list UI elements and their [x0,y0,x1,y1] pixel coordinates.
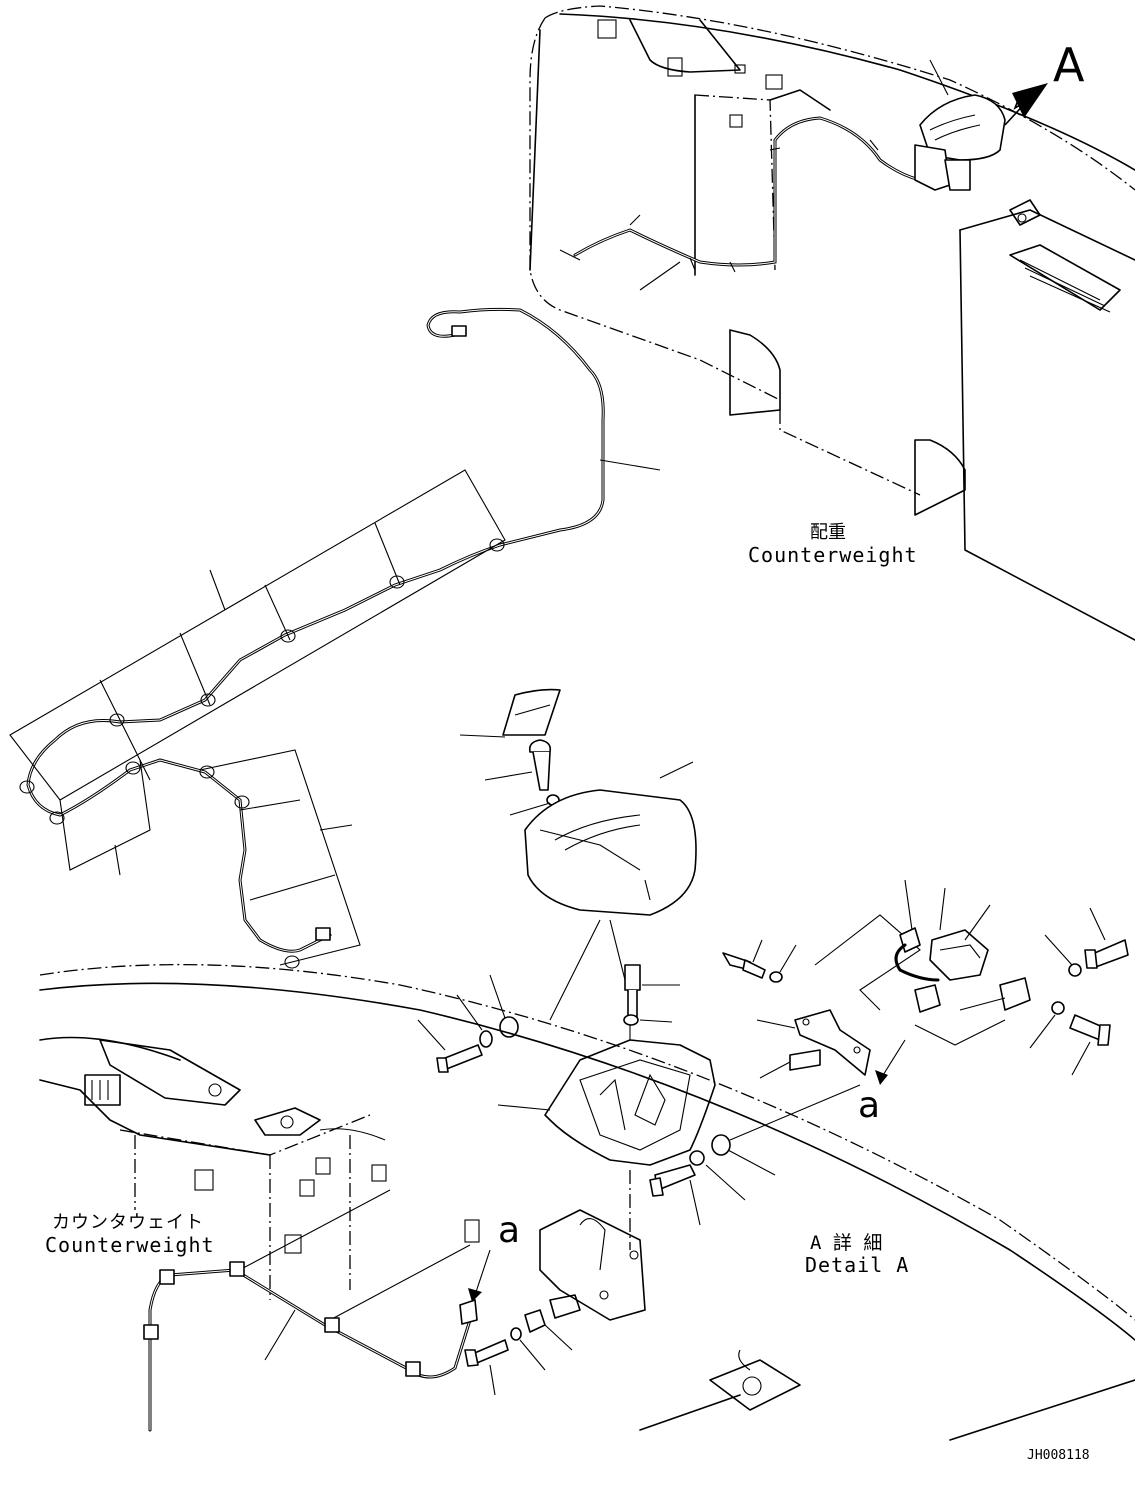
counterweight-label-en-left: Counterweight [45,1233,215,1257]
counterweight-label-jp-top: 配重 [810,522,846,543]
counterweight-label-jp-left: カウンタウェイト [52,1212,204,1233]
switch-bracket [722,879,1129,1141]
view-marker-a: A [1053,38,1085,92]
main-harness [9,307,661,969]
counterweight-lower [39,963,1135,1441]
drawing-number: JH008118 [1027,1448,1090,1463]
detail-marker-a-upper: a [858,1085,881,1126]
counterweight-label-en-top: Counterweight [748,543,918,567]
bracket-assembly [417,964,776,1226]
lamp-exploded [459,688,697,1040]
detail-marker-a-lower: a [498,1210,521,1251]
counterweight-upper [529,5,1135,641]
detail-label-jp: A 詳 細 [810,1232,883,1254]
detail-label-en: Detail A [805,1253,910,1277]
